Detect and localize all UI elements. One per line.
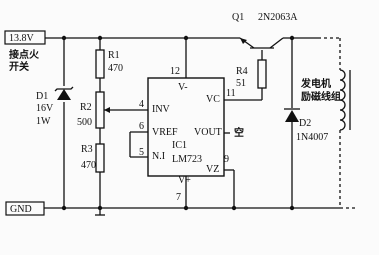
ic-pin-vref-label: VREF: [152, 127, 178, 138]
pin-4-number: 4: [139, 99, 144, 110]
d2-part: 1N4007: [296, 132, 328, 143]
ic1-ref: IC1: [172, 140, 187, 151]
r2-value: 500: [77, 117, 92, 128]
ic1-part: LM723: [172, 154, 202, 165]
q1-part: 2N2063A: [258, 12, 298, 23]
ic-pin-vc-label: VC: [206, 94, 220, 105]
excitation-coil: [339, 69, 346, 131]
pin-11-number: 11: [226, 88, 236, 99]
transistor-q1: [239, 37, 284, 49]
ic-pin-vplus-label: V+: [178, 175, 191, 186]
ic-pin-vz-label: VZ: [206, 164, 219, 175]
potentiometer-r2: [95, 91, 105, 129]
d1-voltage: 16V: [36, 103, 54, 114]
ic-pin-inv-label: INV: [152, 104, 171, 115]
pin-5-number: 5: [139, 147, 144, 158]
ground-label: GND: [10, 204, 32, 215]
q1-ref: Q1: [232, 12, 244, 23]
d1-ref: D1: [36, 91, 48, 102]
resistor-r3: [95, 143, 105, 173]
r4-value: 51: [236, 78, 246, 89]
pin-7-number: 7: [176, 192, 181, 203]
r4-ref: R4: [236, 66, 248, 77]
ic-pin-ni-label: N.I: [152, 151, 165, 162]
d2-ref: D2: [299, 118, 311, 129]
zener-diode-d1: [54, 86, 74, 100]
r3-ref: R3: [81, 144, 93, 155]
pin-12-number: 12: [170, 66, 180, 77]
r1-value: 470: [108, 63, 123, 74]
ic-pin-vout-label: VOUT: [194, 127, 222, 138]
supply-voltage-label: 13.8V: [9, 33, 35, 44]
r3-value: 470: [81, 160, 96, 171]
r1-ref: R1: [108, 50, 120, 61]
flyback-diode-d2: [284, 108, 300, 122]
pin-6-number: 6: [139, 121, 144, 132]
ignition-switch-label: 接点火 开关: [9, 48, 42, 73]
excitation-winding-label: 发电机 励磁线组: [300, 77, 341, 103]
resistor-r1: [95, 49, 105, 79]
d1-power: 1W: [36, 116, 51, 127]
r2-ref: R2: [80, 102, 92, 113]
ic-pin-vminus-label: V-: [178, 82, 188, 93]
pin-9-number: 9: [224, 154, 229, 165]
vout-unconnected-note: 空: [234, 126, 244, 139]
resistor-r4: [257, 59, 267, 89]
